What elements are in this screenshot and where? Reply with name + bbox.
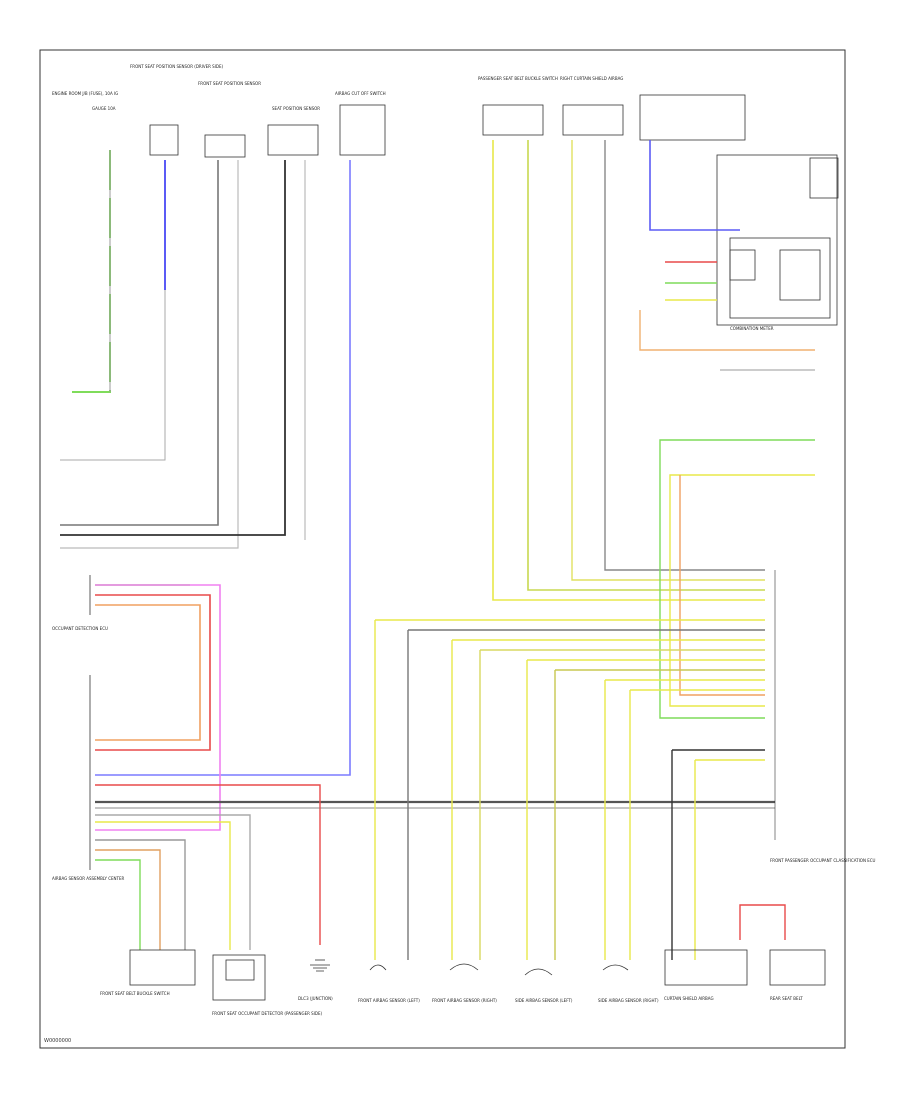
label-right-curtain-shield-airbag: RIGHT CURTAIN SHIELD AIRBAG bbox=[560, 76, 623, 81]
connector-box bbox=[809, 157, 839, 199]
sensor-wires bbox=[374, 619, 786, 960]
connector-box bbox=[129, 949, 196, 986]
connector-box bbox=[729, 249, 756, 281]
label-side-airbag-sensor-right: SIDE AIRBAG SENSOR (RIGHT) bbox=[598, 998, 659, 1003]
wire-gray-2 bbox=[60, 290, 166, 461]
label-front-seat-belt-buckle: FRONT SEAT BELT BUCKLE SWITCH bbox=[100, 991, 170, 996]
wire-orange-buckle bbox=[95, 849, 161, 950]
connector-box bbox=[267, 124, 319, 156]
connector-box bbox=[225, 959, 255, 981]
wire-black bbox=[60, 160, 286, 536]
connector-box bbox=[339, 104, 386, 156]
wire-gray-4 bbox=[60, 160, 239, 549]
label-combination-meter: COMBINATION METER bbox=[730, 326, 774, 331]
label-airbag-ecu: AIRBAG SENSOR ASSEMBLY CENTER bbox=[52, 876, 125, 881]
label-gauge-fuse: GAUGE 10A bbox=[92, 106, 116, 111]
connector-arc bbox=[449, 963, 479, 971]
label-front-airbag-sensor-right: FRONT AIRBAG SENSOR (RIGHT) bbox=[432, 998, 497, 1003]
label-front-seat-passenger-detector: FRONT SEAT OCCUPANT DETECTOR (PASSENGER … bbox=[212, 1011, 322, 1016]
label-side-airbag-sensor-left: SIDE AIRBAG SENSOR (LEFT) bbox=[515, 998, 573, 1003]
wire-red-occ bbox=[95, 594, 211, 751]
wire-group-top bbox=[60, 140, 815, 776]
connector-box bbox=[562, 104, 624, 136]
connector-box bbox=[212, 954, 266, 1001]
connector-arc bbox=[369, 964, 387, 971]
label-airbag-cutoff-switch: AIRBAG CUT OFF SWITCH bbox=[335, 91, 386, 96]
wire-blue-long bbox=[95, 160, 351, 776]
label-front-airbag-sensor-left: FRONT AIRBAG SENSOR (LEFT) bbox=[358, 998, 420, 1003]
label-dlc3: DLC3 (JUNCTION) bbox=[298, 996, 333, 1001]
bottom-connectors bbox=[129, 949, 826, 1001]
wire-green-buckle bbox=[95, 859, 141, 950]
label-occupant-ecu: OCCUPANT DETECTION ECU bbox=[52, 626, 108, 631]
wire-orange-occ bbox=[95, 604, 201, 741]
wire-yellow-pass bbox=[95, 821, 231, 950]
top-connectors bbox=[149, 94, 839, 326]
diagram-frame bbox=[39, 49, 846, 1049]
label-passenger-seat-belt-buckle: PASSENGER SEAT BELT BUCKLE SWITCH bbox=[478, 76, 558, 81]
connector-box bbox=[716, 154, 838, 326]
wire-orange bbox=[639, 310, 815, 351]
wire-green-right bbox=[659, 439, 815, 719]
label-rear-seat-belt: REAR SEAT BELT bbox=[770, 996, 803, 1001]
connector-box bbox=[779, 249, 821, 301]
label-front-seat-position-sensor-2: FRONT SEAT POSITION SENSOR bbox=[198, 81, 261, 86]
wire-red-dlc bbox=[95, 784, 321, 945]
wire-yellow-2 bbox=[571, 140, 765, 581]
wire-gray-buckle bbox=[95, 839, 186, 950]
airbag-ecu-wires bbox=[95, 784, 775, 950]
wire-green bbox=[65, 150, 111, 393]
wire-pink bbox=[95, 584, 221, 831]
wire-orange-right bbox=[679, 475, 765, 696]
wire-gray-pass bbox=[95, 814, 251, 950]
bottom-labels: FRONT SEAT BELT BUCKLE SWITCH FRONT SEAT… bbox=[100, 991, 803, 1016]
label-engine-room-jb: ENGINE ROOM J/B (FUSE), 10A IG bbox=[52, 91, 118, 96]
wire-yellow bbox=[492, 140, 765, 601]
connector-arc bbox=[602, 964, 629, 971]
connector-box bbox=[482, 104, 544, 136]
wire-gray-6 bbox=[604, 140, 765, 571]
footer-code: W0000000 bbox=[44, 1038, 71, 1044]
connector-box bbox=[639, 94, 746, 141]
wire-blue-meter bbox=[649, 140, 740, 231]
connector-box bbox=[769, 949, 826, 986]
ground-symbol bbox=[310, 964, 330, 972]
wire-yellow-green bbox=[527, 140, 765, 591]
wire-gray-3 bbox=[60, 160, 219, 526]
label-seat-position-sensor: SEAT POSITION SENSOR bbox=[272, 106, 320, 111]
connector-box bbox=[149, 124, 179, 156]
label-front-passenger-detector: FRONT PASSENGER OCCUPANT CLASSIFICATION … bbox=[770, 858, 876, 863]
occupant-wires bbox=[95, 584, 221, 831]
ground-symbols bbox=[310, 964, 330, 972]
wire-red-rear bbox=[739, 904, 786, 940]
label-curtain-shield-airbag: CURTAIN SHIELD AIRBAG bbox=[664, 996, 714, 1001]
wire-yellow-right bbox=[669, 474, 815, 707]
connector-box bbox=[664, 949, 748, 986]
connector-arc bbox=[524, 968, 553, 976]
label-front-seat-position-sensor: FRONT SEAT POSITION SENSOR (DRIVER SIDE) bbox=[130, 64, 223, 69]
top-labels: ENGINE ROOM J/B (FUSE), 10A IG GAUGE 10A… bbox=[52, 64, 774, 331]
connector-box bbox=[204, 134, 246, 158]
